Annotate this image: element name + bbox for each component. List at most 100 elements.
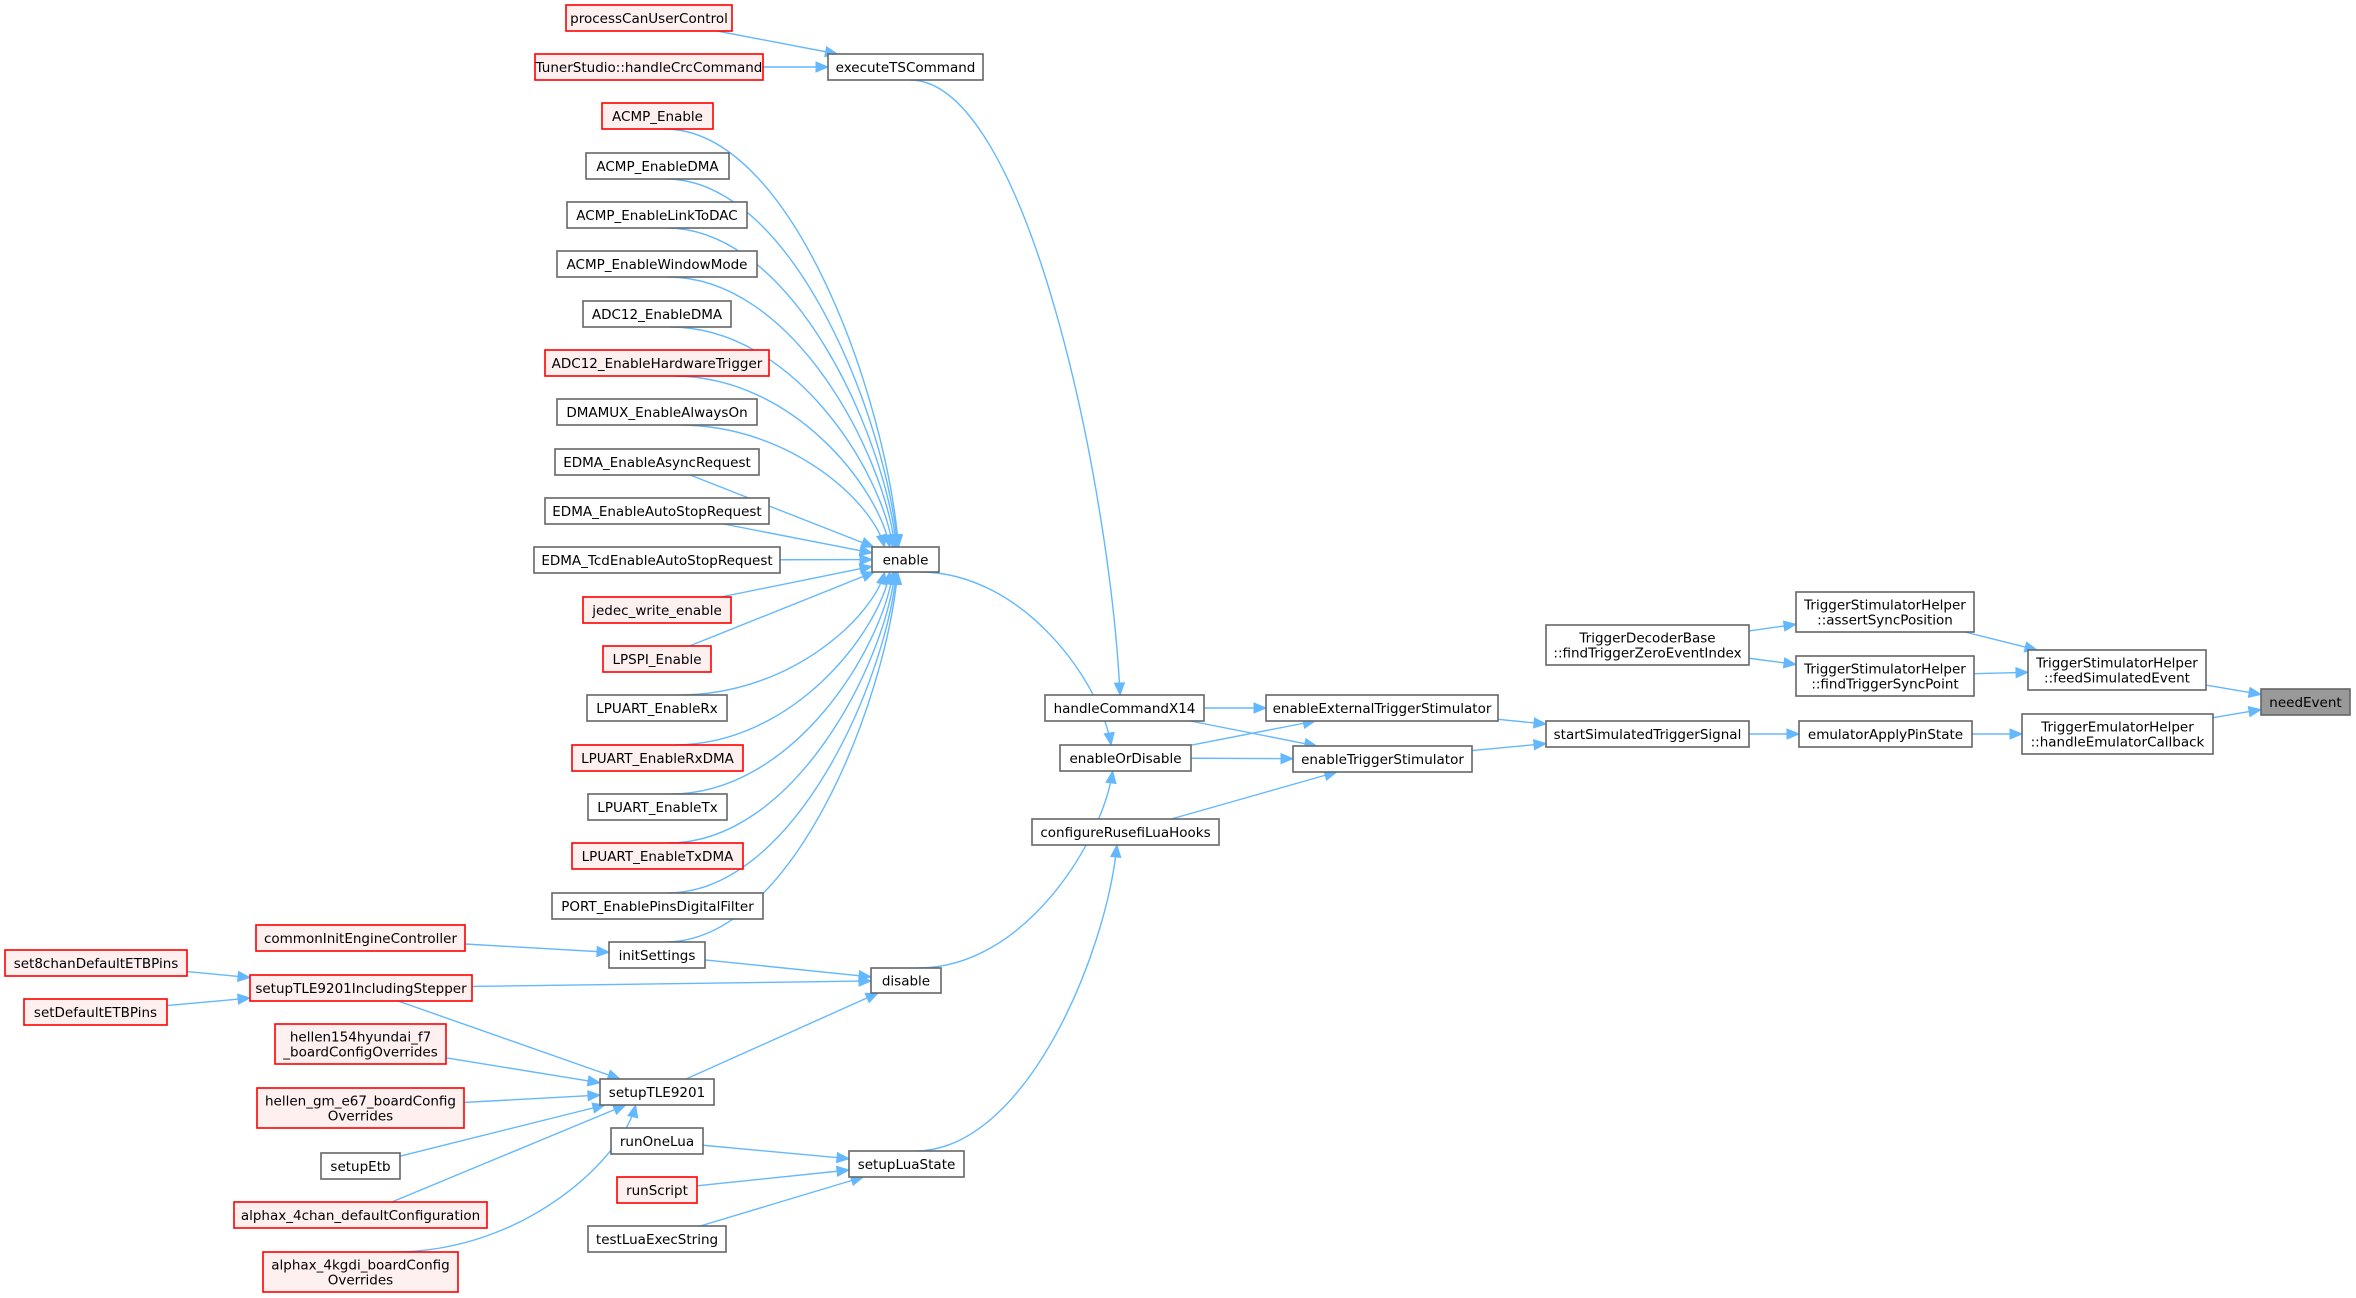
node-DMAMUX_EnableAlwaysOn[interactable]: DMAMUX_EnableAlwaysOn [556,398,758,426]
node-startSimulatedTriggerSignal[interactable]: startSimulatedTriggerSignal [1545,720,1750,748]
node-setupTLE9201[interactable]: setupTLE9201 [599,1078,715,1106]
node-LPUART_EnableTxDMA[interactable]: LPUART_EnableTxDMA [571,842,744,870]
node-box [870,967,942,994]
arrowhead-needEvent [2247,706,2263,718]
node-box [2260,688,2351,716]
node-testLuaExecString[interactable]: testLuaExecString [587,1225,727,1253]
node-ADC12_EnableHardwareTrigger[interactable]: ADC12_EnableHardwareTrigger [544,349,770,377]
node-findTriggerSyncPoint[interactable]: TriggerStimulatorHelper::findTriggerSync… [1795,655,1975,697]
node-box [2027,649,2207,691]
node-emulatorApplyPinState[interactable]: emulatorApplyPinState [1798,720,1973,748]
edge-alphax_4chan-to-setupTLE9201 [391,1104,626,1203]
node-label: handleCommandX14 [1054,701,1196,717]
node-enableOrDisable[interactable]: enableOrDisable [1059,744,1192,772]
node-ADC12_EnableDMA[interactable]: ADC12_EnableDMA [582,300,732,328]
node-EDMA_EnableAutoStopRequest[interactable]: EDMA_EnableAutoStopRequest [544,497,770,525]
edge-runScript-to-setupLuaState [696,1169,850,1187]
node-box [565,4,733,32]
node-disable[interactable]: disable [870,967,942,994]
arrowhead-startSimulatedTriggerSignal [1533,739,1548,751]
node-label: enable [883,553,929,569]
node-label: enableOrDisable [1069,751,1181,767]
node-label: emulatorApplyPinState [1808,727,1963,743]
node-ACMP_Enable[interactable]: ACMP_Enable [601,102,714,130]
node-runOneLua[interactable]: runOneLua [610,1127,704,1155]
node-handleCommandX14[interactable]: handleCommandX14 [1044,694,1205,722]
node-label: ::assertSyncPosition [1817,613,1953,629]
node-box [534,53,764,81]
node-LPSPI_Enable[interactable]: LPSPI_Enable [602,645,712,673]
node-enableExternalTriggerStimulator[interactable]: enableExternalTriggerStimulator [1265,694,1499,722]
node-feedSimulatedEvent[interactable]: TriggerStimulatorHelper::feedSimulatedEv… [2027,649,2207,691]
arrowhead-executeTSCommand [815,61,830,73]
node-handleCrcCommand[interactable]: TunerStudio::handleCrcCommand [534,53,764,81]
node-EDMA_TcdEnableAutoStopRequest[interactable]: EDMA_TcdEnableAutoStopRequest [533,546,781,574]
edge-enableOrDisable-to-enableExternalTriggerStimulator [1190,720,1316,746]
node-setupTLE9201IncludingStepper[interactable]: setupTLE9201IncludingStepper [249,974,473,1002]
edge-testLuaExecString-to-setupLuaState [700,1176,864,1227]
node-enableTriggerStimulator[interactable]: enableTriggerStimulator [1292,745,1473,773]
node-label: alphax_4chan_defaultConfiguration [241,1208,480,1224]
edge-initSettings-to-enable [665,571,899,943]
arrowhead-setupTLE9201 [611,1104,627,1116]
node-label: TriggerEmulatorHelper [2040,720,2194,736]
node-processCanUserControl[interactable]: processCanUserControl [565,4,733,32]
node-ACMP_EnableLinkToDAC[interactable]: ACMP_EnableLinkToDAC [566,201,748,229]
node-label: ACMP_Enable [612,109,703,125]
node-label: commonInitEngineController [264,931,458,947]
node-box [533,546,781,574]
node-box [848,1150,965,1178]
arrowhead-enableExternalTriggerStimulator [1253,702,1268,714]
edge-hellen_gm_e67-to-setupTLE9201 [463,1094,601,1104]
node-ACMP_EnableDMA[interactable]: ACMP_EnableDMA [585,152,730,180]
node-setupLuaState[interactable]: setupLuaState [848,1150,965,1178]
arrowhead-setupTLE9201IncludingStepper [237,970,252,983]
node-LPUART_EnableTx[interactable]: LPUART_EnableTx [587,793,728,821]
arrowhead-enable [860,571,876,582]
node-label: alphax_4kgdi_boardConfig [271,1258,450,1274]
node-setDefaultETBPins[interactable]: setDefaultETBPins [23,998,168,1026]
arrowhead-enableOrDisable [1105,769,1117,785]
node-alphax_4kgdi[interactable]: alphax_4kgdi_boardConfigOverrides [262,1251,459,1293]
node-label: LPUART_EnableTx [597,800,717,816]
node-EDMA_EnableAsyncRequest[interactable]: EDMA_EnableAsyncRequest [554,448,760,476]
node-commonInitEngineController[interactable]: commonInitEngineController [255,924,466,952]
node-LPUART_EnableRx[interactable]: LPUART_EnableRx [586,694,728,722]
edge-LPUART_EnableRx-to-enable [678,571,886,696]
node-setupEtb[interactable]: setupEtb [320,1152,401,1180]
node-box [602,645,712,673]
node-box [320,1152,401,1180]
edge-alphax_4kgdi-to-setupTLE9201 [393,1104,637,1253]
node-needEvent[interactable]: needEvent [2260,688,2351,716]
node-PORT_EnablePinsDigitalFilter[interactable]: PORT_EnablePinsDigitalFilter [551,892,764,920]
node-box [586,694,728,722]
node-assertSyncPosition[interactable]: TriggerStimulatorHelper::assertSyncPosit… [1795,591,1975,633]
node-box [599,1078,715,1106]
node-hellen_gm_e67[interactable]: hellen_gm_e67_boardConfigOverrides [256,1087,465,1129]
arrowhead-handleEmulatorCallback [2009,728,2024,740]
node-findTriggerZeroEventIndex[interactable]: TriggerDecoderBase::findTriggerZeroEvent… [1545,624,1750,666]
edge-ADC12_EnableHardwareTrigger-to-enable [673,375,891,548]
edge-executeTSCommand-to-handleCommandX14 [909,79,1121,696]
arrowhead-setupLuaState [835,1165,851,1178]
node-handleEmulatorCallback[interactable]: TriggerEmulatorHelper::handleEmulatorCal… [2021,713,2214,755]
node-initSettings[interactable]: initSettings [608,941,706,969]
arrowhead-disable [858,975,873,987]
node-label: testLuaExecString [596,1232,718,1248]
node-LPUART_EnableRxDMA[interactable]: LPUART_EnableRxDMA [571,744,744,772]
node-label: EDMA_EnableAutoStopRequest [552,504,761,520]
node-hellen154hyundai[interactable]: hellen154hyundai_f7_boardConfigOverrides [274,1023,447,1065]
node-alphax_4chan[interactable]: alphax_4chan_defaultConfiguration [233,1201,488,1229]
node-enable[interactable]: enable [871,546,940,573]
node-label: hellen154hyundai_f7 [290,1030,431,1046]
node-label: ACMP_EnableDMA [596,159,719,175]
node-label: startSimulatedTriggerSignal [1554,727,1742,743]
node-configureRusefiLuaHooks[interactable]: configureRusefiLuaHooks [1031,818,1220,846]
node-box [587,1225,727,1253]
node-runScript[interactable]: runScript [616,1176,698,1204]
node-executeTSCommand[interactable]: executeTSCommand [827,53,984,81]
node-ACMP_EnableWindowMode[interactable]: ACMP_EnableWindowMode [556,250,758,278]
node-set8chanDefaultETBPins[interactable]: set8chanDefaultETBPins [4,949,188,977]
arrowhead-enable [858,544,874,557]
node-jedec_write_enable[interactable]: jedec_write_enable [582,596,732,624]
